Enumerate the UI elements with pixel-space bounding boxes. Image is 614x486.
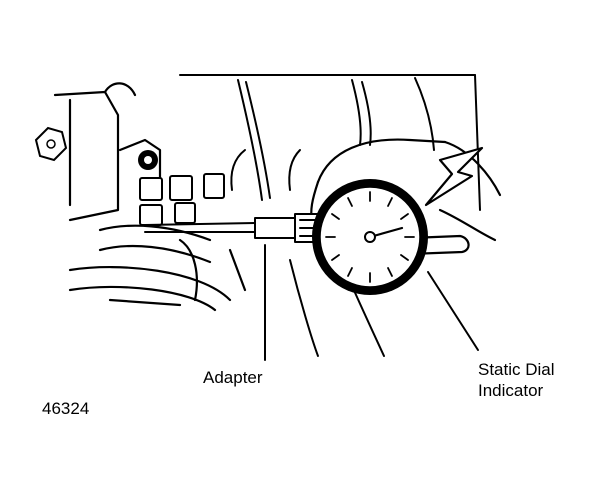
fitting-nuts xyxy=(139,173,225,226)
adapter-rod xyxy=(144,213,326,243)
static-dial-indicator xyxy=(312,179,470,295)
indicator-leader xyxy=(427,271,479,351)
mounting-bracket xyxy=(53,82,162,222)
dial-ticks xyxy=(325,191,415,283)
indicator-label-line1: Static Dial xyxy=(478,360,555,379)
adapter-label: Adapter xyxy=(203,368,263,387)
direction-arrow-icon xyxy=(424,146,484,207)
dark-fitting xyxy=(138,150,158,170)
figure-id: 46324 xyxy=(42,399,89,418)
callout-leaders xyxy=(264,244,479,361)
bolt-head xyxy=(34,126,68,162)
indicator-label-line2: Indicator xyxy=(478,381,544,400)
engine-block xyxy=(179,74,481,357)
hose-assembly xyxy=(68,224,247,312)
